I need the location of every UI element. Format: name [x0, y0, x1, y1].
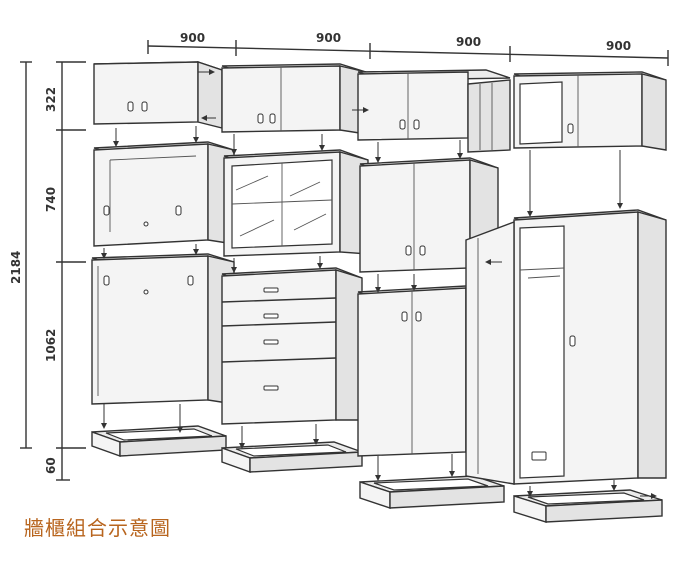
height-label-base: 60 — [44, 457, 58, 474]
width-label-2: 900 — [316, 31, 341, 45]
column-4 — [465, 71, 667, 523]
middle-cabinet-1 — [93, 141, 235, 247]
middle-cabinet-3 — [359, 157, 499, 273]
base-plinth-4 — [513, 489, 663, 523]
base-plinth-2 — [221, 441, 363, 473]
upper-cabinet-1 — [93, 61, 223, 129]
upper-cabinet-3 — [357, 69, 511, 153]
width-label-4: 900 — [606, 39, 631, 53]
height-label-total: 2184 — [9, 251, 23, 284]
width-label-1: 900 — [180, 31, 205, 45]
width-dimension-line: 900 900 900 900 — [147, 31, 669, 66]
base-plinth-3 — [359, 475, 505, 509]
column-2 — [221, 63, 369, 473]
diagram-caption: 牆櫃組合示意圖 — [24, 516, 171, 540]
height-label-upper: 322 — [44, 87, 58, 112]
base-plinth-1 — [91, 425, 227, 457]
upper-cabinet-4 — [513, 71, 667, 151]
lower-cabinet-1 — [91, 253, 235, 405]
assembly-arrows — [101, 69, 657, 499]
tall-wardrobe-4 — [465, 209, 667, 485]
drawer-cabinet-2 — [221, 267, 363, 425]
upper-cabinet-2 — [221, 63, 367, 135]
height-label-lower: 1062 — [44, 329, 58, 362]
height-dimension-lines: 2184 322 740 1062 60 — [9, 61, 86, 481]
height-label-middle: 740 — [44, 187, 58, 212]
width-label-3: 900 — [456, 35, 481, 49]
column-1 — [91, 61, 235, 457]
glass-cabinet-2 — [223, 149, 369, 257]
column-3 — [357, 69, 511, 509]
